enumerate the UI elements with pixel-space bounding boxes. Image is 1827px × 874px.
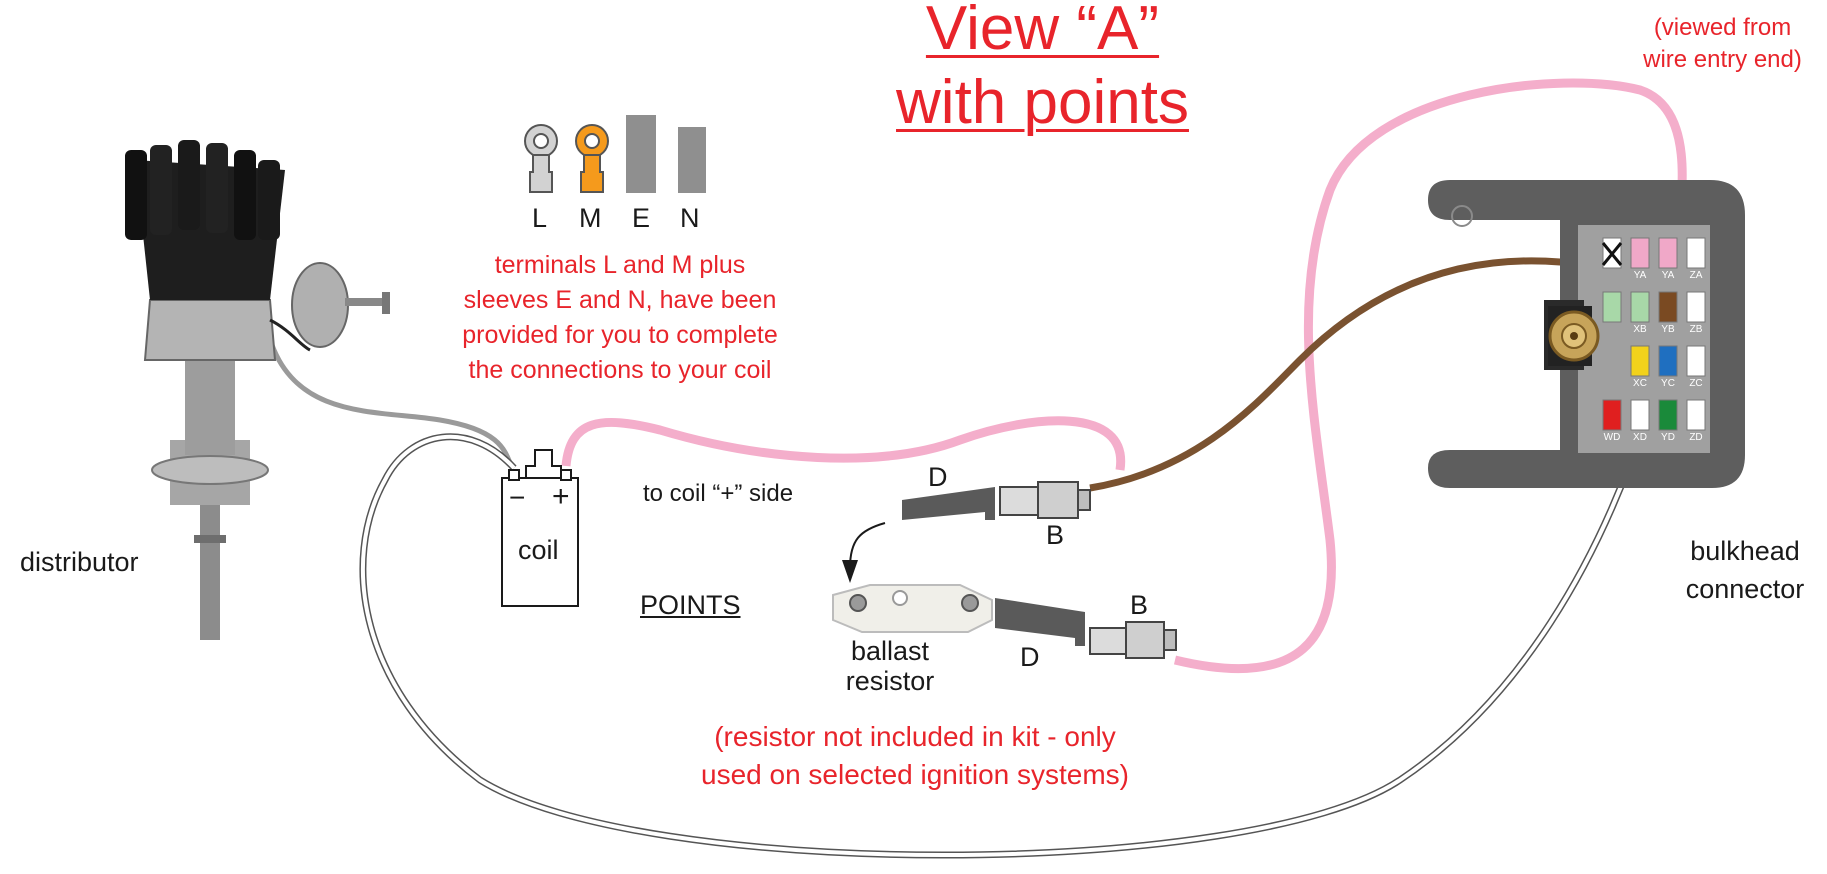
caption-line-3: provided for you to complete xyxy=(462,321,778,349)
resistor-note: (resistor not included in kit - only use… xyxy=(650,718,1180,794)
bulkhead-pin-label: YA xyxy=(1662,270,1675,281)
distributor-label: distributor xyxy=(20,547,139,577)
bulkhead-pin-label: YD xyxy=(1661,432,1675,443)
pink-wire-bulkhead xyxy=(1173,78,1687,673)
bulkhead-pin xyxy=(1658,345,1678,377)
bulkhead-pin xyxy=(1686,237,1706,269)
points-label: POINTS xyxy=(640,590,741,620)
resistor-note-line-1: (resistor not included in kit - only xyxy=(714,721,1116,752)
title-line-2: with points xyxy=(896,68,1189,137)
viewed-from-line-2: wire entry end) xyxy=(1643,46,1802,73)
terminal-letter-L: L xyxy=(532,203,548,233)
bulkhead-pin-label: YA xyxy=(1634,270,1647,281)
bulkhead-pin xyxy=(1602,399,1622,431)
terminal-B-top xyxy=(999,481,1091,519)
bulkhead-pin xyxy=(1658,291,1678,323)
connector-letter-D-bottom: D xyxy=(1020,642,1040,672)
connector-letter-B-bottom: B xyxy=(1130,590,1149,620)
bulkhead-pin-label: XB xyxy=(1633,324,1647,335)
terminal-letter-E: E xyxy=(632,203,651,233)
bulkhead-pin-label: ZC xyxy=(1689,378,1702,389)
pink-wire-coil xyxy=(561,416,1126,471)
blocked-pin-icon xyxy=(1601,242,1623,266)
bulkhead-pin-label: WD xyxy=(1604,432,1621,443)
title-line-1: View “A” xyxy=(925,0,1160,63)
caption-line-2: sleeves E and N, have been xyxy=(463,286,777,314)
caption-line-4: the connections to your coil xyxy=(468,356,772,384)
bulkhead-pins: YA YA ZA XB YB ZB XC YC ZC WD XD YD ZD xyxy=(1602,237,1706,443)
bulkhead-pin-label: ZB xyxy=(1690,324,1703,335)
ballast-resistor-image xyxy=(832,584,993,633)
arrow-head xyxy=(842,560,858,583)
resistor-note-line-2: used on selected ignition systems) xyxy=(701,759,1129,790)
bulkhead-pin xyxy=(1686,345,1706,377)
bulkhead-pin xyxy=(1630,237,1650,269)
distributor-image xyxy=(125,140,390,640)
bulkhead-pin xyxy=(1658,237,1678,269)
bulkhead-pin xyxy=(1630,345,1650,377)
terminal-letter-N: N xyxy=(680,203,700,233)
terminal-L-icon xyxy=(524,124,558,193)
white-loop-wire-core xyxy=(360,419,1647,857)
terminal-M-icon xyxy=(575,124,609,193)
bulkhead-pin xyxy=(1686,399,1706,431)
sleeve-D-bottom xyxy=(995,598,1085,646)
ballast-resistor-label: ballast resistor xyxy=(835,636,945,696)
ballast-line-1: ballast xyxy=(850,636,930,666)
connector-letter-D-top: D xyxy=(928,462,948,492)
ballast-line-2: resistor xyxy=(845,666,935,696)
viewed-from-line-1: (viewed from xyxy=(1653,14,1792,41)
terminal-B-bottom xyxy=(1089,621,1177,659)
grey-wire xyxy=(269,344,515,469)
page-title: View “A” with points xyxy=(880,0,1205,140)
bulkhead-pin-label: XD xyxy=(1633,432,1647,443)
coil-symbol xyxy=(501,449,579,607)
caption-line-1: terminals L and M plus xyxy=(494,251,746,279)
bulkhead-pin xyxy=(1630,399,1650,431)
coil-plus-sign: + xyxy=(552,480,570,513)
bulkhead-pin-label: ZA xyxy=(1690,270,1703,281)
bulkhead-pin-label: XC xyxy=(1633,378,1647,389)
bulkhead-pin xyxy=(1602,291,1622,323)
viewed-from-note: (viewed from wire entry end) xyxy=(1620,12,1825,76)
terminals-caption: terminals L and M plus sleeves E and N, … xyxy=(420,248,820,388)
bulkhead-pin-label: ZD xyxy=(1689,432,1702,443)
sleeve-E-icon xyxy=(626,115,656,193)
bulkhead-pin xyxy=(1658,399,1678,431)
coil-minus-sign: − xyxy=(509,482,526,513)
bulkhead-pin-label: YB xyxy=(1661,324,1675,335)
to-coil-plus-label: to coil “+” side xyxy=(643,480,794,507)
terminal-letter-M: M xyxy=(579,203,602,233)
sleeve-N-icon xyxy=(678,127,706,193)
sleeve-D-top xyxy=(902,487,995,520)
coil-label: coil xyxy=(518,535,559,565)
bulkhead-line-1: bulkhead xyxy=(1690,536,1800,566)
bulkhead-pin xyxy=(1630,291,1650,323)
bulkhead-pin xyxy=(1686,291,1706,323)
bulkhead-pin-label: YC xyxy=(1661,378,1675,389)
bulkhead-line-2: connector xyxy=(1685,574,1805,604)
connector-letter-B-top: B xyxy=(1046,520,1065,550)
bulkhead-connector-label: bulkhead connector xyxy=(1670,532,1820,608)
